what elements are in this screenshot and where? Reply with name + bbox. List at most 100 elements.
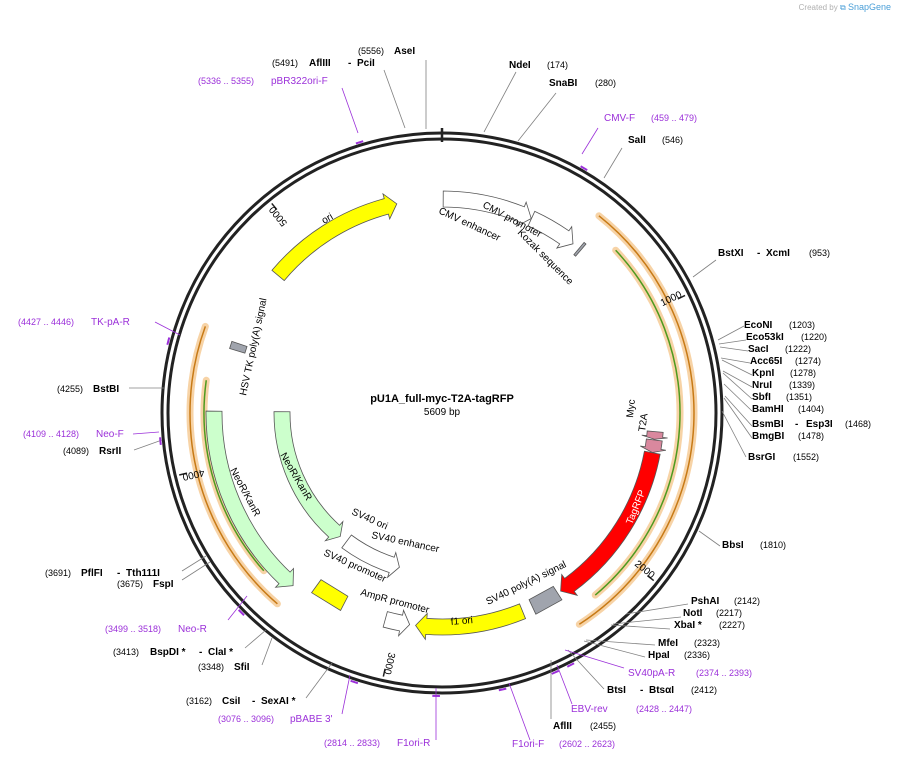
- feature-label-t2a: T2A: [637, 412, 650, 432]
- tick-mark-3000: [382, 668, 386, 677]
- site-pos-snabi: (280): [595, 78, 616, 88]
- site-name-bbsi[interactable]: BbsI: [722, 540, 744, 551]
- site-name-ndei[interactable]: NdeI: [509, 60, 531, 71]
- site-name-snabi[interactable]: SnaBI: [549, 78, 578, 89]
- site-pos-mfei: (2323): [694, 638, 720, 648]
- primer-range-pbabe3: (3076 .. 3096): [218, 714, 274, 724]
- tick-mark-4000: [179, 472, 188, 476]
- site-name-xcmi[interactable]: XcmI: [766, 248, 790, 259]
- site-name-sfii[interactable]: SfiI: [234, 662, 250, 673]
- site-name-bstbi[interactable]: BstBI: [93, 384, 119, 395]
- site-dash: -: [640, 685, 643, 696]
- site-name-btsai[interactable]: BtsαI: [649, 685, 674, 696]
- primer-range-cmv-f: (459 .. 479): [651, 113, 697, 123]
- tick-label-3000: 3000: [381, 651, 397, 676]
- site-name-econi[interactable]: EcoNI: [744, 320, 773, 331]
- primer-mark-ebv-rev: [551, 669, 560, 675]
- site-pos-bbsi: (1810): [760, 540, 786, 550]
- site-pos-pflfi: (3691): [45, 568, 71, 578]
- tick-mark-2000: [646, 575, 655, 582]
- site-name-acc65i[interactable]: Acc65I: [750, 356, 782, 367]
- site-name-tth111i[interactable]: Tth111I: [126, 568, 160, 579]
- site-name-pcii[interactable]: PciI: [357, 58, 375, 69]
- site-dash: -: [117, 568, 120, 579]
- primer-mark-f1ori-f: [498, 687, 507, 692]
- site-dash: -: [348, 58, 351, 69]
- site-pos-afliii: (5491): [272, 58, 298, 68]
- site-name-sbfi[interactable]: SbfI: [752, 392, 771, 403]
- site-name-xbai[interactable]: XbaI *: [674, 620, 702, 631]
- site-name-bsrgi[interactable]: BsrGI: [748, 452, 775, 463]
- primer-name-pbabe3[interactable]: pBABE 3': [290, 714, 333, 725]
- primer-range-f1ori-f: (2602 .. 2623): [559, 739, 615, 749]
- primer-name-tk-pa-r[interactable]: TK-pA-R: [91, 317, 130, 328]
- primer-range-neo-f: (4109 .. 4128): [23, 429, 79, 439]
- site-name-sali[interactable]: SalI: [628, 135, 646, 146]
- site-name-sexai[interactable]: SexAI *: [261, 696, 296, 707]
- primer-name-sv40pa-r[interactable]: SV40pA-R: [628, 668, 675, 679]
- primer-name-f1ori-f[interactable]: F1ori-F: [512, 739, 544, 750]
- site-name-rsrii[interactable]: RsrII: [99, 446, 121, 457]
- site-name-asei[interactable]: AseI: [394, 46, 415, 57]
- site-pos-sbfi: (1351): [786, 392, 812, 402]
- site-pos-econi: (1203): [789, 320, 815, 330]
- feature-kozak-sequence-2: [573, 241, 587, 257]
- site-name-bamhi[interactable]: BamHI: [752, 404, 784, 415]
- tick-mark-5000: [271, 202, 278, 211]
- site-name-bsmbi[interactable]: BsmBI: [752, 419, 784, 430]
- site-name-csii[interactable]: CsiI: [222, 696, 241, 707]
- feature-cmv-enhancer-0: [442, 190, 532, 228]
- site-name-aflii[interactable]: AflII: [553, 721, 572, 732]
- feature-label-myc: Myc: [625, 399, 638, 418]
- tick-mark-1000: [677, 294, 686, 300]
- site-pos-eco53ki: (1220): [801, 332, 827, 342]
- feature-t2a-4: [640, 438, 666, 453]
- primer-mark-neo-r: [237, 609, 245, 616]
- site-name-bmgbi[interactable]: BmgBI: [752, 431, 784, 442]
- site-name-mfei[interactable]: MfeI: [658, 638, 678, 649]
- primer-mark-pbabe-3-: [350, 679, 359, 685]
- feature-ampr-promoter-8: [382, 608, 411, 638]
- site-name-noti[interactable]: NotI: [683, 608, 703, 619]
- primer-marks: [159, 140, 588, 697]
- snapgene-logo-icon: ⧉: [840, 3, 846, 12]
- primer-name-ebv-rev[interactable]: EBV-rev: [571, 704, 608, 715]
- site-dash: -: [199, 647, 202, 658]
- feature-sv40-poly-a-signal-6: [528, 585, 563, 615]
- site-name-eco53ki[interactable]: Eco53kI: [746, 332, 784, 343]
- site-name-esp3i[interactable]: Esp3I: [806, 419, 833, 430]
- site-name-hpai[interactable]: HpaI: [648, 650, 670, 661]
- primer-name-pbr322ori-f[interactable]: pBR322ori-F: [271, 76, 328, 87]
- site-name-bstxi[interactable]: BstXI: [718, 248, 744, 259]
- site-name-fspi[interactable]: FspI: [153, 579, 174, 590]
- site-name-clai[interactable]: ClaI *: [208, 647, 233, 658]
- site-pos-bspdi: (3413): [113, 647, 139, 657]
- primer-name-neo-r[interactable]: Neo-R: [178, 624, 207, 635]
- primer-name-neo-f[interactable]: Neo-F: [96, 429, 124, 440]
- site-labels[interactable]: (5556) AseI (5491) AflIII - PciI NdeI (1…: [45, 46, 871, 732]
- site-pos-xbai: (2227): [719, 620, 745, 630]
- site-pos-rsrii: (4089): [63, 446, 89, 456]
- feature-layer: [205, 190, 668, 641]
- site-name-kpni[interactable]: KpnI: [752, 368, 774, 379]
- site-name-pflfi[interactable]: PflFI: [81, 568, 103, 579]
- primer-name-cmv-f[interactable]: CMV-F: [604, 113, 635, 124]
- orf-line-1: [594, 249, 681, 596]
- site-name-saci[interactable]: SacI: [748, 344, 769, 355]
- site-name-krui[interactable]: NruI: [752, 380, 772, 391]
- primer-labels[interactable]: (5336 .. 5355) pBR322ori-F CMV-F (459 ..…: [18, 76, 752, 750]
- primer-range-f1ori-r: (2814 .. 2833): [324, 738, 380, 748]
- orf-line-0: [578, 215, 695, 625]
- primer-range-neo-r: (3499 .. 3518): [105, 624, 161, 634]
- site-pos-bsmbi: (1468): [845, 419, 871, 429]
- primer-mark-tk-pa-r: [166, 337, 171, 346]
- feature-label-f1-ori: f1 ori: [450, 615, 473, 628]
- site-name-afliii[interactable]: AflIII: [309, 58, 331, 69]
- site-name-pshai[interactable]: PshAI: [691, 596, 720, 607]
- primer-name-f1ori-r[interactable]: F1ori-R: [397, 738, 430, 749]
- site-name-bspdi[interactable]: BspDI *: [150, 647, 186, 658]
- site-name-btsi[interactable]: BtsI: [607, 685, 626, 696]
- primer-leaders: [132, 87, 625, 741]
- app-credit: Created by ⧉ SnapGene: [799, 2, 891, 13]
